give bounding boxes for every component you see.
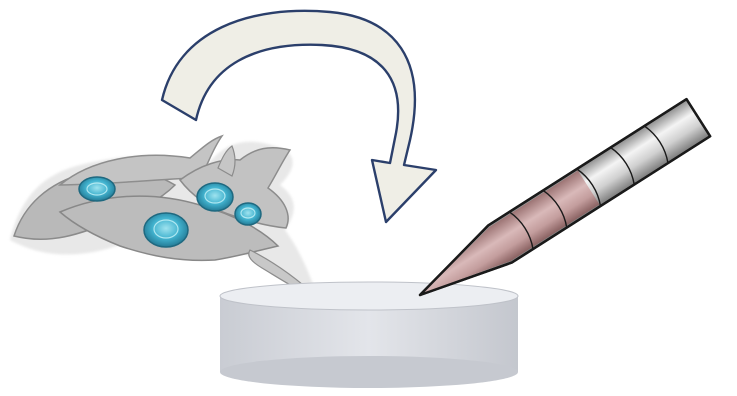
nucleus (144, 213, 188, 247)
nucleus (197, 183, 233, 211)
culture-dish (220, 282, 518, 388)
cell-cluster (10, 136, 318, 298)
nucleus (235, 203, 261, 225)
nucleus (79, 177, 115, 201)
pipette-tip-icon (408, 99, 710, 313)
